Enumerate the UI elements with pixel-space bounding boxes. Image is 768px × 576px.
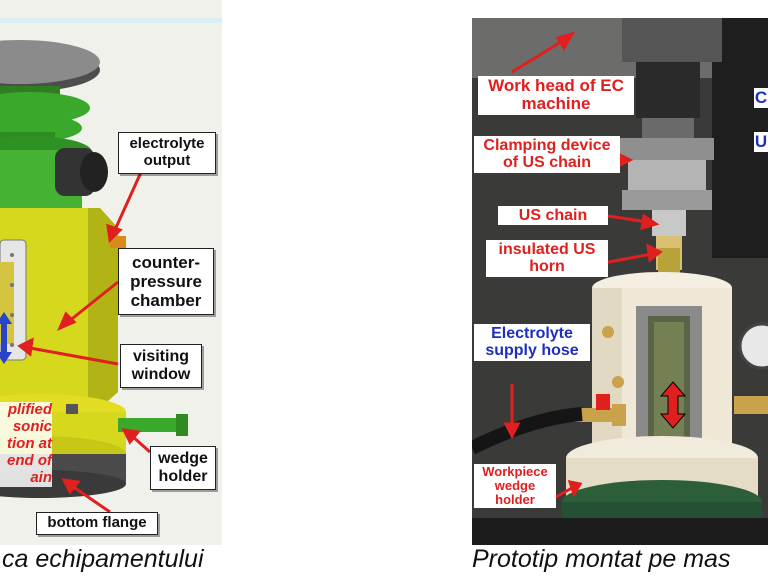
label-visiting-window: visiting window [120,344,202,388]
label-edge-u: U [754,132,768,153]
label-counter-pressure-chamber: counter- pressure chamber [118,248,214,316]
label-clamping-device: Clamping device of US chain [474,136,620,173]
label-amplified-oscillation: plified sonic tion at end of ain [0,401,52,487]
label-insulated-us-horn: insulated US horn [486,240,608,277]
prototype-photo-panel: Work head of EC machine Clamping device … [472,18,768,545]
cad-drawing-panel: electrolyte output counter- pressure cha… [0,0,222,545]
left-caption: ca echipamentului [2,545,204,573]
right-caption: Prototip montat pe mas [472,545,731,573]
label-electrolyte-output: electrolyte output [118,132,216,174]
label-bottom-flange: bottom flange [36,512,158,535]
label-wedge-holder: wedge holder [150,446,216,490]
label-edge-c: C [754,88,768,109]
label-work-head: Work head of EC machine [478,76,634,115]
label-workpiece-wedge-holder: Workpiece wedge holder [474,464,556,509]
label-us-chain: US chain [498,206,608,226]
label-electrolyte-supply-hose: Electrolyte supply hose [474,324,590,361]
